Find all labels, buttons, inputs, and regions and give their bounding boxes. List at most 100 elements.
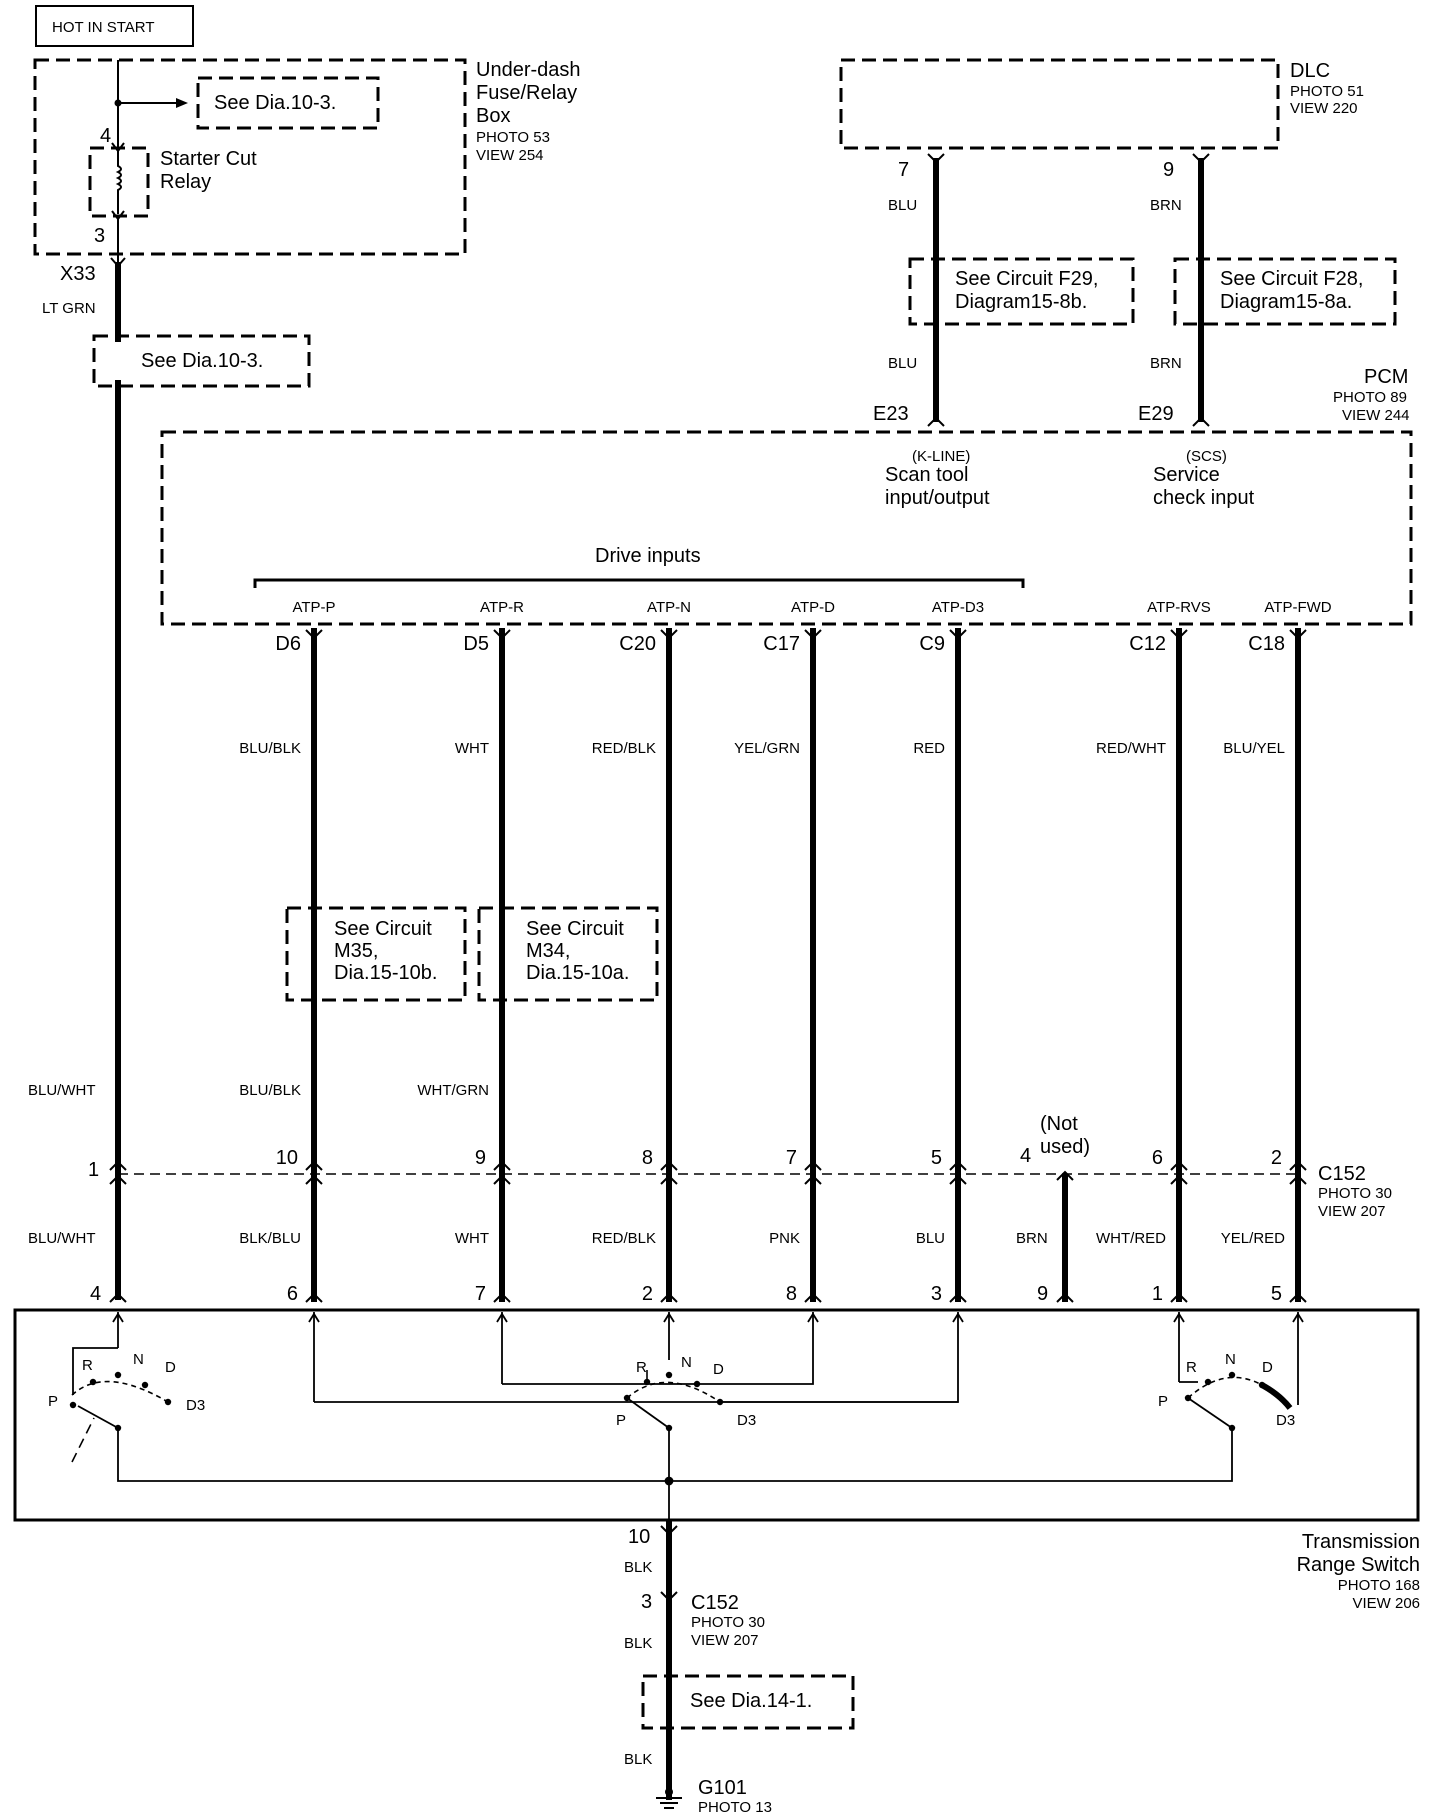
hot-in-start-box [35, 5, 194, 47]
k-line-color-bottom: BLU [888, 355, 917, 372]
c152-pin: 10 [276, 1147, 298, 1169]
feed-switch-pin: 4 [90, 1283, 101, 1305]
dlc-pin9-connector-icon [1192, 153, 1210, 164]
right-pos-p: P [1158, 1393, 1168, 1410]
mid-pos-n: N [681, 1354, 692, 1371]
c152-pin: 9 [475, 1147, 486, 1169]
c152-pin-icon [1289, 1160, 1307, 1171]
ground-c152-view: VIEW 207 [691, 1632, 759, 1649]
circuit-ref-m34-2: M34, [526, 940, 570, 962]
pcm-pin-icon [305, 629, 323, 640]
dlc-pin-9: 9 [1163, 159, 1174, 181]
dlc-pin-7: 7 [898, 159, 909, 181]
drive-inputs-label: Drive inputs [595, 545, 701, 567]
lt-grn-label: LT GRN [42, 300, 96, 317]
relay-name-1: Starter Cut [160, 148, 257, 170]
c152-view: VIEW 207 [1318, 1203, 1386, 1220]
c152-ground-icon [660, 1591, 678, 1602]
pcm-pin-icon [949, 629, 967, 640]
c152-pin-icon [804, 1160, 822, 1171]
pcm-input-label: ATP-R [480, 599, 524, 616]
unused-color: BRN [1016, 1230, 1048, 1247]
wire-color-below-c152: WHT [455, 1230, 489, 1247]
pcm-pin-icon [1289, 629, 1307, 640]
left-pos-r: R [82, 1357, 93, 1374]
switch-pin-icon [804, 1292, 822, 1303]
ground-pin: 10 [628, 1526, 650, 1548]
fuse-box-name-1: Under-dash [476, 59, 581, 81]
fuse-relay-box [33, 58, 467, 256]
right-pos-n: N [1225, 1351, 1236, 1368]
circuit-ref-m34-3: Dia.15-10a. [526, 962, 629, 984]
wire-color-below-c152: YEL/RED [1221, 1230, 1285, 1247]
ground-icon [656, 1788, 682, 1809]
wire-color-pcm: WHT [455, 740, 489, 757]
circuit-ref-m35-1: See Circuit [334, 918, 432, 940]
left-pos-d: D [165, 1359, 176, 1376]
e23-connector-icon [927, 416, 945, 427]
right-pos-d: D [1262, 1359, 1273, 1376]
unused-c152-pin: 4 [1020, 1145, 1031, 1167]
circuit-ref-f29-1: See Circuit F29, [955, 268, 1098, 290]
c152-pin: 7 [786, 1147, 797, 1169]
fuse-box-view: VIEW 254 [476, 147, 544, 164]
pcm-input-label: ATP-N [647, 599, 691, 616]
switch-internal-wiring [72, 1312, 1304, 1530]
pcm-input-label: ATP-RVS [1147, 599, 1211, 616]
fuse-box-name-3: Box [476, 105, 510, 127]
right-pos-r: R [1186, 1359, 1197, 1376]
pcm-terminal: C18 [1248, 633, 1285, 655]
wire-color-below-c152: WHT/RED [1096, 1230, 1166, 1247]
see-dia-ref-box-mid [92, 334, 311, 388]
wire-color-pcm: YEL/GRN [734, 740, 800, 757]
dlc-name: DLC [1290, 60, 1330, 82]
wire-color-below-c152: PNK [769, 1230, 800, 1247]
unused-switch-pin: 9 [1037, 1283, 1048, 1305]
circuit-ref-box-m34 [477, 906, 659, 1002]
switch-pin-icon [493, 1292, 511, 1303]
left-pos-d3: D3 [186, 1397, 205, 1414]
c152-pin-icon [660, 1174, 678, 1185]
trs-name-2: Range Switch [1297, 1554, 1420, 1576]
range-switch-contacts [69, 1370, 1293, 1432]
wire-color-pcm: RED [913, 740, 945, 757]
wire-color-pcm: RED/WHT [1096, 740, 1166, 757]
feed-color-below: BLU/WHT [28, 1230, 96, 1247]
c152-pin: 6 [1152, 1147, 1163, 1169]
switch-pin-icon [660, 1292, 678, 1303]
pcm-pin-icon [804, 629, 822, 640]
see-dia-ref-mid: See Dia.10-3. [141, 350, 263, 372]
circuit-ref-m35-3: Dia.15-10b. [334, 962, 437, 984]
dlc-box [839, 58, 1280, 150]
pcm-terminal: C12 [1129, 633, 1166, 655]
switch-pin: 1 [1152, 1283, 1163, 1305]
mid-pos-r: R [636, 1359, 647, 1376]
mid-pos-d: D [713, 1361, 724, 1378]
wire-color-above-c152: WHT/GRN [417, 1082, 489, 1099]
k-line-fn-1: Scan tool [885, 464, 968, 486]
see-dia-14-1-box [641, 1674, 855, 1730]
see-dia-ref-box-top [196, 76, 380, 130]
fuse-box-name-2: Fuse/Relay [476, 82, 577, 104]
pcm-input-label: ATP-P [292, 599, 335, 616]
ground-color-1: BLK [624, 1559, 652, 1576]
see-dia-14-1: See Dia.14-1. [690, 1690, 812, 1712]
c152-name: C152 [1318, 1163, 1366, 1185]
switch-pin: 7 [475, 1283, 486, 1305]
pcm-terminal: C9 [919, 633, 945, 655]
unused-label-2: used) [1040, 1136, 1090, 1158]
left-pos-p: P [48, 1393, 58, 1410]
trs-photo: PHOTO 168 [1338, 1577, 1420, 1594]
arrow-icon [176, 98, 188, 108]
pcm-terminal: C20 [619, 633, 656, 655]
ground-c152-photo: PHOTO 30 [691, 1614, 765, 1631]
switch-pin-icon [1289, 1292, 1307, 1303]
c152-pin-icon [493, 1160, 511, 1171]
pcm-terminal: C17 [763, 633, 800, 655]
k-line-code: (K-LINE) [912, 448, 970, 465]
dlc-photo: PHOTO 51 [1290, 83, 1364, 100]
feed-color-above: BLU/WHT [28, 1082, 96, 1099]
wire-color-pcm: BLU/YEL [1223, 740, 1285, 757]
c152-pin: 5 [931, 1147, 942, 1169]
